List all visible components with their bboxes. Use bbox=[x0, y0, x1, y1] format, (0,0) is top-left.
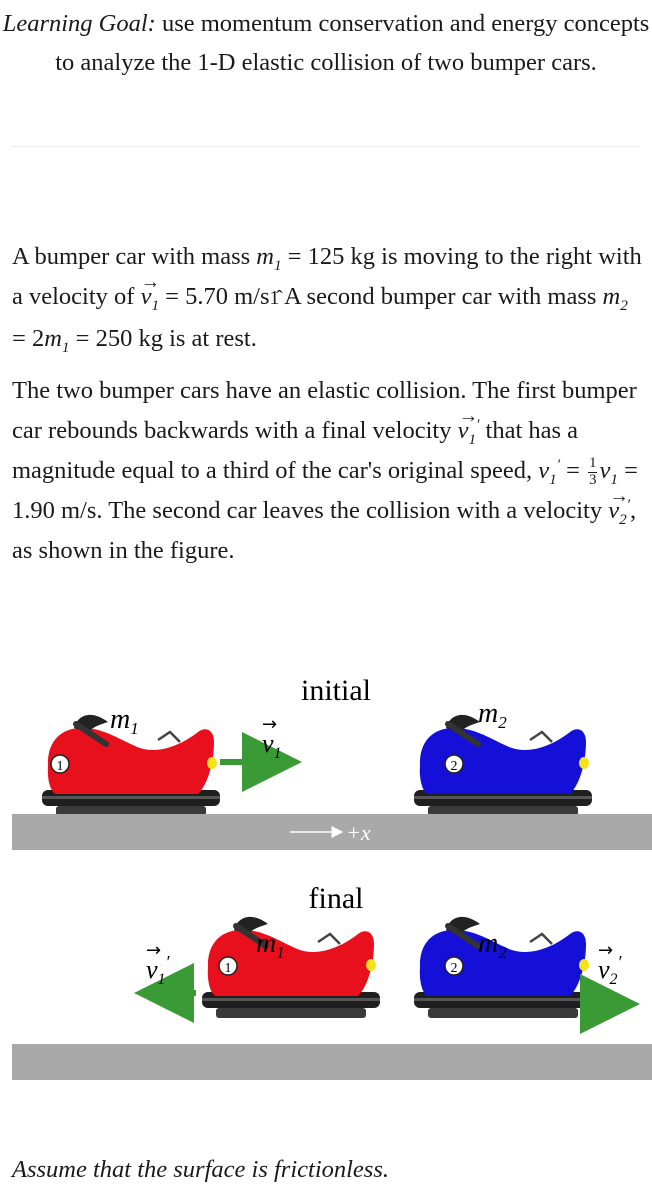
mass-m1-label-initial: m1 bbox=[110, 704, 139, 738]
p2-text-3: = bbox=[560, 457, 587, 484]
p1-text-3: = 5.70 m/s bbox=[159, 283, 270, 310]
car-1-number: 1 bbox=[57, 759, 64, 774]
car-2-number: 2 bbox=[451, 759, 458, 774]
p1-text-1: A bumper car with mass bbox=[12, 243, 257, 270]
positive-x-axis-label: +x bbox=[346, 820, 371, 845]
velocity-v1-prime-vector-mark: → bbox=[146, 940, 161, 961]
learning-goal: Learning Goal: use momentum conservation… bbox=[0, 4, 652, 82]
ground-final bbox=[12, 1044, 652, 1080]
p1-text-6: = 250 kg is at rest. bbox=[69, 325, 257, 352]
mass-m1-symbol-repeat: m1 bbox=[44, 325, 70, 356]
mass-m1-symbol: m1 bbox=[256, 243, 282, 274]
velocity-v1-prime-symbol: v1′ bbox=[458, 397, 480, 451]
car-2-final: 2 bbox=[414, 917, 592, 1018]
p2-text-1: The two bumper cars have an elastic coll… bbox=[12, 377, 637, 444]
car-2-body bbox=[419, 727, 586, 794]
section-divider bbox=[12, 146, 640, 147]
velocity-v1-symbol: v1 bbox=[141, 263, 160, 317]
car-2-initial: 2 bbox=[414, 715, 592, 816]
velocity-v1-vector-mark: → bbox=[262, 714, 277, 735]
car-1-initial: 1 bbox=[42, 715, 220, 816]
initial-label: initial bbox=[301, 674, 371, 707]
velocity-v2-prime-label: v2′ bbox=[598, 952, 623, 988]
learning-goal-text: use momentum conservation and energy con… bbox=[55, 10, 650, 76]
p2-text-5: , as shown in the figure. bbox=[12, 497, 637, 564]
problem-paragraph-1: A bumper car with mass m1 = 125 kg is mo… bbox=[12, 237, 642, 359]
mass-m1-label-final: m1 bbox=[256, 928, 285, 962]
unit-vector-hat: 1̂ bbox=[269, 288, 280, 309]
p1-text-2: = 125 kg is moving to the right with a v… bbox=[12, 243, 642, 310]
car-1-final: 1 bbox=[202, 917, 380, 1018]
mass-m2-symbol: m2 bbox=[602, 283, 628, 314]
p1-text-4: A second bumper car with mass bbox=[279, 283, 603, 310]
p1-text-5: = 2 bbox=[12, 325, 45, 352]
learning-goal-lead: Learning Goal: bbox=[2, 10, 156, 37]
p2-text-2: that has a magnitude equal to a third of… bbox=[12, 417, 579, 484]
final-label: final bbox=[309, 882, 364, 915]
velocity-v1-label: v1 bbox=[262, 729, 282, 762]
speed-v1-prime-symbol: v1′ bbox=[538, 455, 561, 488]
mass-m2-label-final: m2 bbox=[478, 928, 507, 962]
velocity-v2-prime-symbol: v2′ bbox=[608, 477, 630, 531]
car-1-number-final: 1 bbox=[225, 961, 232, 976]
car-2-number-final: 2 bbox=[451, 961, 458, 976]
collision-figure: initial 1 m1 v1 → 2 m2 +x final 1 m1 v1 bbox=[12, 674, 652, 1080]
velocity-v2-prime-vector-mark: → bbox=[598, 940, 613, 961]
mass-m2-label-initial: m2 bbox=[478, 698, 507, 732]
problem-paragraph-2: The two bumper cars have an elastic coll… bbox=[12, 371, 642, 571]
p2-text-4: = 1.90 m/s. The second car leaves the co… bbox=[12, 457, 638, 524]
velocity-v1-prime-label: v1′ bbox=[146, 952, 171, 988]
frictionless-note: Assume that the surface is frictionless. bbox=[12, 1156, 389, 1183]
